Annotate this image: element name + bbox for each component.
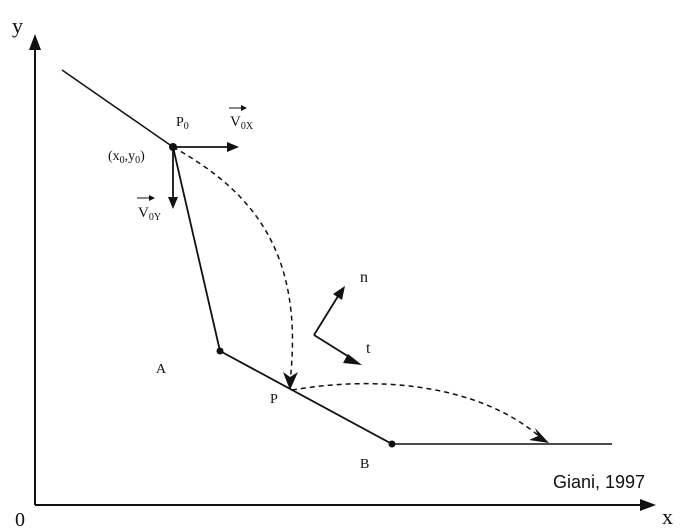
n-vector xyxy=(313,292,341,336)
v0y-overarrow xyxy=(137,195,155,201)
label-p: P xyxy=(270,392,278,407)
label-p0: P0 xyxy=(176,115,189,132)
y-axis-label: y xyxy=(12,13,23,38)
second-trajectory-dashed xyxy=(291,382,541,438)
first-trajectory-dashed xyxy=(172,146,294,383)
label-n: n xyxy=(360,269,368,286)
x-axis-label: x xyxy=(662,504,673,529)
label-t: t xyxy=(366,340,371,357)
credit-label: Giani, 1997 xyxy=(553,472,645,492)
first-trajectory-arrowhead xyxy=(283,372,298,390)
cliff-line xyxy=(172,146,221,352)
n-vector-arrowhead xyxy=(333,286,345,300)
normal-tangent-frame xyxy=(313,286,362,365)
t-vector-arrowhead xyxy=(343,354,362,365)
label-b: B xyxy=(360,457,369,472)
y-axis-arrowhead xyxy=(29,34,41,50)
second-trajectory-arrowhead xyxy=(529,428,549,443)
label-v0y: V0Y xyxy=(138,205,161,223)
x-axis-arrowhead xyxy=(640,499,656,511)
label-a: A xyxy=(156,362,167,377)
axes xyxy=(29,34,656,511)
point-a-dot xyxy=(216,347,224,355)
origin-label: 0 xyxy=(15,509,25,531)
upper-slope-line xyxy=(61,69,174,148)
point-b-dot xyxy=(388,440,396,448)
v0x-vector xyxy=(173,142,239,152)
v0y-vector xyxy=(168,147,178,209)
label-v0x: V0X xyxy=(230,114,254,132)
lower-slope-line xyxy=(219,350,393,445)
label-p0-coordinates: (x0,y0) xyxy=(108,149,145,166)
terrain-profile xyxy=(61,69,612,445)
v0x-overarrow xyxy=(229,105,247,111)
